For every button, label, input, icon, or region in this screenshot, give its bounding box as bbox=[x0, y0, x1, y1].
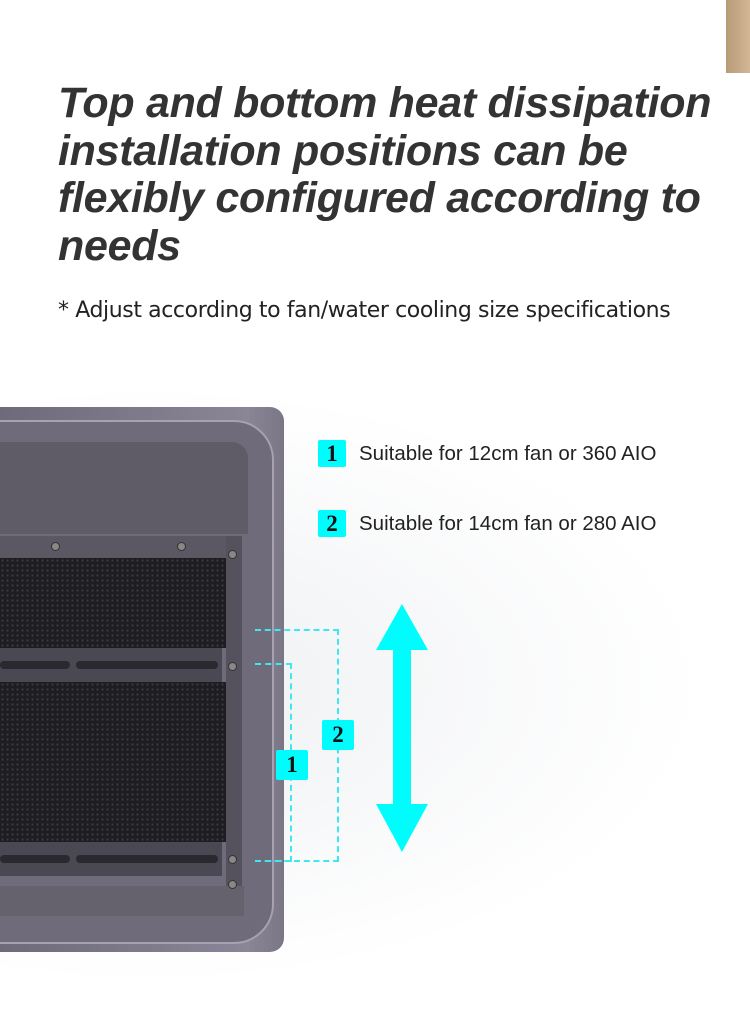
fan-bracket-upper bbox=[0, 648, 222, 682]
legend-text: Suitable for 12cm fan or 360 AIO bbox=[359, 441, 657, 465]
screw-icon bbox=[228, 662, 237, 671]
top-rail bbox=[0, 536, 226, 558]
screw-icon bbox=[51, 542, 60, 551]
bracket-badge-1: 1 bbox=[276, 750, 308, 780]
mesh-upper bbox=[0, 558, 226, 648]
side-rail bbox=[226, 536, 242, 886]
case-top-panel bbox=[0, 442, 248, 534]
legend-item-1: 1 Suitable for 12cm fan or 360 AIO bbox=[318, 440, 656, 467]
number-badge: 1 bbox=[318, 440, 346, 467]
screw-icon bbox=[228, 880, 237, 889]
page-title: Top and bottom heat dissipation installa… bbox=[58, 79, 712, 270]
corner-accent-bar bbox=[726, 0, 750, 73]
fan-bracket-lower bbox=[0, 842, 222, 876]
screw-icon bbox=[177, 542, 186, 551]
double-arrow-icon bbox=[376, 604, 428, 852]
bracket-badge-2: 2 bbox=[322, 720, 354, 750]
screw-icon bbox=[228, 855, 237, 864]
number-badge: 2 bbox=[318, 510, 346, 537]
subtitle-note: * Adjust according to fan/water cooling … bbox=[58, 298, 671, 323]
legend-text: Suitable for 14cm fan or 280 AIO bbox=[359, 511, 657, 535]
case-bottom bbox=[0, 886, 244, 916]
screw-icon bbox=[228, 550, 237, 559]
mesh-lower bbox=[0, 682, 226, 842]
legend-item-2: 2 Suitable for 14cm fan or 280 AIO bbox=[318, 510, 656, 537]
